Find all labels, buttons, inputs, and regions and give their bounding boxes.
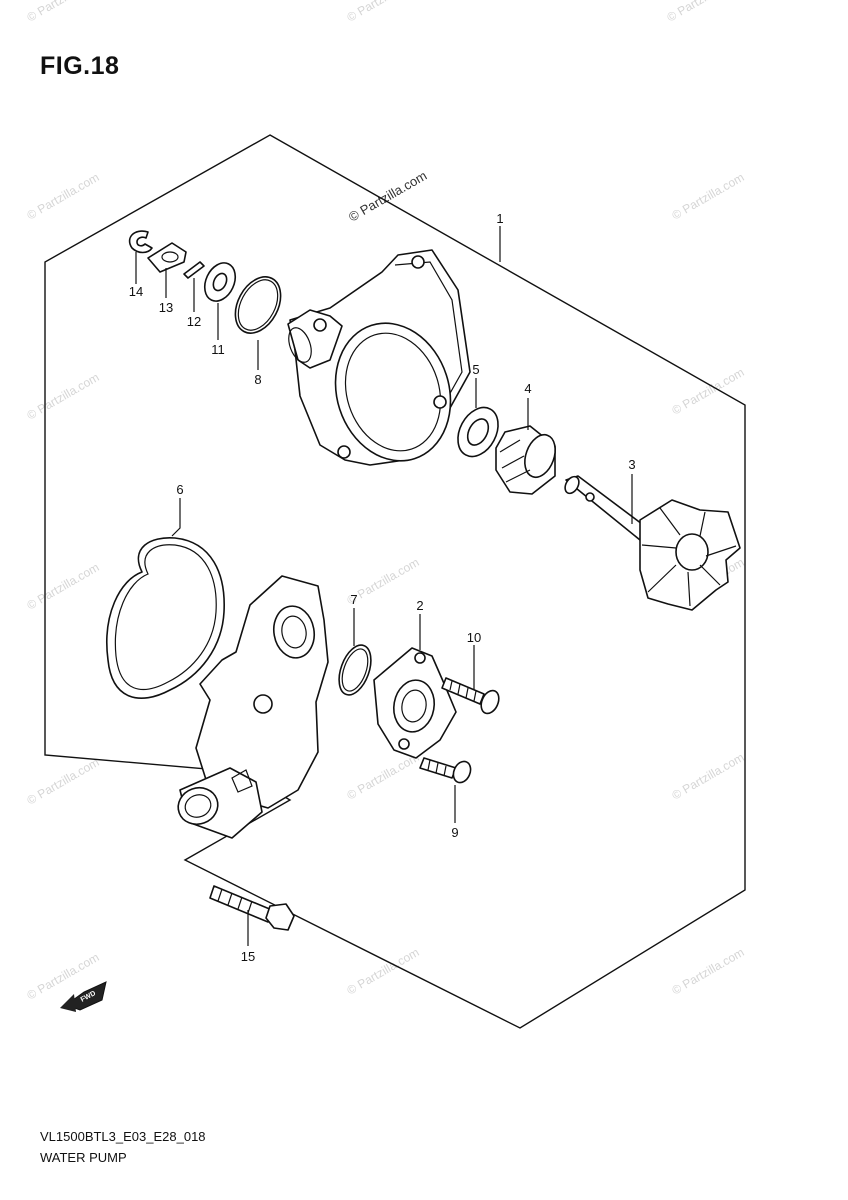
leader-lines — [135, 226, 633, 946]
watermark: © Partzilla.com — [25, 755, 102, 808]
part-5-oil-seal — [457, 406, 499, 458]
watermark: © Partzilla.com — [670, 365, 747, 418]
callout-3: 3 — [628, 457, 635, 472]
part-6-gasket — [106, 537, 225, 699]
watermark: © Partzilla.com — [25, 370, 102, 423]
watermark-main: © Partzilla.com — [346, 168, 429, 225]
callout-9: 9 — [451, 825, 458, 840]
fwd-direction-badge: FWD — [60, 981, 107, 1012]
callout-4: 4 — [524, 381, 531, 396]
part-4-mechanical-seal — [495, 425, 556, 495]
watermark: © Partzilla.com — [670, 945, 747, 998]
callout-14: 14 — [129, 284, 143, 299]
callout-6: 6 — [176, 482, 183, 497]
callout-12: 12 — [187, 314, 201, 329]
part-8-o-ring — [234, 276, 282, 334]
part-2-inlet-cover — [373, 647, 457, 759]
callout-7: 7 — [350, 592, 357, 607]
callout-11: 11 — [211, 342, 225, 357]
part-7-o-ring — [338, 644, 372, 696]
part-3-impeller-shaft — [564, 475, 741, 611]
assembly-name: WATER PUMP — [40, 1150, 127, 1165]
callout-8: 8 — [254, 372, 261, 387]
watermark: © Partzilla.com — [670, 170, 747, 223]
part-1-pump-case — [287, 249, 471, 466]
part-9-screw — [419, 757, 472, 784]
callout-labels: 1 5 4 3 6 7 2 10 9 8 11 12 13 14 15 — [129, 211, 636, 964]
part-13-plate — [147, 242, 187, 273]
watermark: © Partzilla.com — [670, 750, 747, 803]
callout-5: 5 — [472, 362, 479, 377]
watermark: © Partzilla.com — [345, 945, 422, 998]
watermark: © Partzilla.com — [25, 0, 102, 25]
part-10-screw — [441, 677, 500, 715]
figure-title: FIG.18 — [40, 52, 120, 80]
watermark: © Partzilla.com — [25, 560, 102, 613]
part-11-washer — [203, 262, 237, 302]
watermark: © Partzilla.com — [345, 0, 422, 25]
watermark: © Partzilla.com — [25, 170, 102, 223]
part-12-pin — [183, 261, 205, 279]
pump-cover-body — [177, 575, 329, 839]
callout-13: 13 — [159, 300, 173, 315]
part-14-e-clip — [128, 230, 153, 254]
callout-1: 1 — [496, 211, 503, 226]
callout-10: 10 — [467, 630, 481, 645]
drawing-code: VL1500BTL3_E03_E28_018 — [40, 1129, 206, 1144]
watermark: © Partzilla.com — [345, 750, 422, 803]
part-15-bolt — [209, 885, 295, 931]
callout-2: 2 — [416, 598, 423, 613]
watermark: © Partzilla.com — [665, 0, 742, 25]
watermark-layer: © Partzilla.com © Partzilla.com © Partzi… — [25, 0, 747, 1003]
callout-15: 15 — [241, 949, 255, 964]
